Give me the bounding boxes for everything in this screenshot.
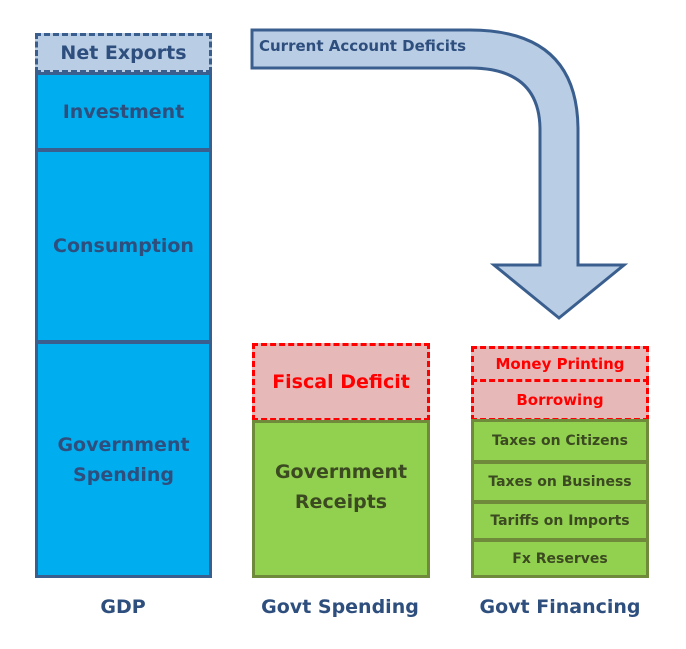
taxes-citizens-block: Taxes on Citizens bbox=[471, 419, 649, 463]
investment-block: Investment bbox=[35, 72, 212, 151]
taxes-business-block: Taxes on Business bbox=[471, 461, 649, 503]
fiscal-deficit-block: Fiscal Deficit bbox=[252, 343, 430, 421]
govt-financing-label: Govt Financing bbox=[479, 596, 641, 618]
government-spending-block: Government Spending bbox=[35, 341, 212, 578]
consumption-block: Consumption bbox=[35, 149, 212, 343]
tariffs-block: Tariffs on Imports bbox=[471, 501, 649, 541]
net-exports-block: Net Exports bbox=[35, 33, 212, 73]
borrowing-block: Borrowing bbox=[471, 379, 649, 421]
gdp-label: GDP bbox=[100, 596, 146, 618]
fx-reserves-block: Fx Reserves bbox=[471, 539, 649, 578]
govt-spending-label: Govt Spending bbox=[261, 596, 419, 618]
government-receipts-block: Government Receipts bbox=[252, 420, 430, 578]
money-printing-block: Money Printing bbox=[471, 346, 649, 382]
arrow-label: Current Account Deficits bbox=[259, 37, 467, 55]
